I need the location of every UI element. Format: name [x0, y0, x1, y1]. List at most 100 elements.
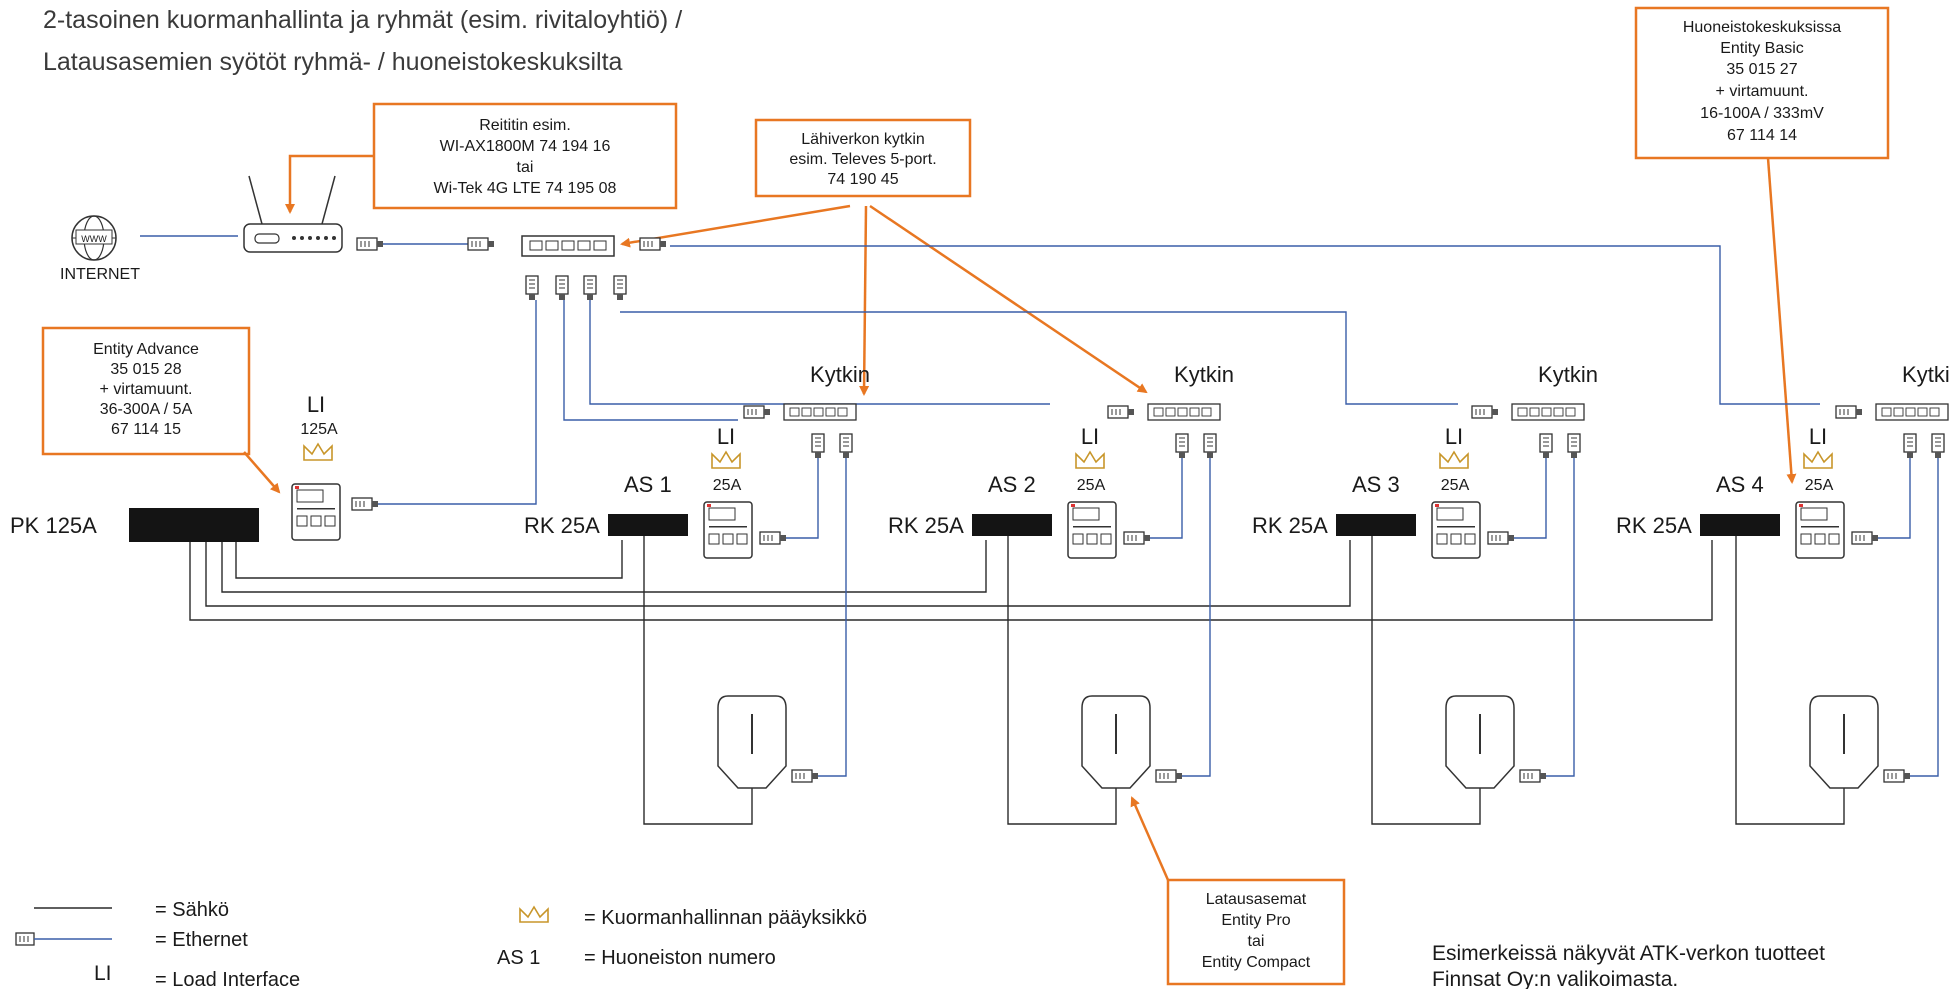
- legend-as-symbol: AS 1: [497, 947, 540, 969]
- entity-advance-callout: Entity Advance 35 015 28 + virtamuunt. 3…: [41, 326, 251, 456]
- legend-li-symbol: LI: [94, 962, 112, 985]
- unit-switch-icon: [1875, 403, 1949, 421]
- legend-ethernet: = Ethernet: [155, 929, 248, 951]
- li-ethernet: [1512, 458, 1547, 539]
- unit-li-label: LI: [717, 424, 735, 449]
- entity-basic-callout: Huoneistokeskuksissa Entity Basic 35 015…: [1634, 6, 1890, 160]
- ethernet-plug-icon: [1539, 433, 1553, 458]
- unit-switch-icon: [1511, 403, 1585, 421]
- ethernet-plug-icon: [583, 275, 597, 300]
- svg-text:Entity Pro: Entity Pro: [1221, 912, 1290, 929]
- ev-charger-icon: [717, 695, 787, 789]
- ethernet-plug-icon: [356, 237, 383, 251]
- unit-apartment-label: AS 4: [1716, 472, 1764, 497]
- svg-text:Entity Basic: Entity Basic: [1720, 40, 1804, 57]
- load-interface-device: [1067, 501, 1117, 559]
- svg-text:16-100A / 333mV: 16-100A / 333mV: [1700, 105, 1824, 122]
- unit-switch-icon: [783, 403, 857, 421]
- ethernet-plug-icon: [1835, 405, 1862, 419]
- unit-li-label: LI: [1809, 424, 1827, 449]
- feed-electric-2: [221, 540, 987, 593]
- ethernet-plug-icon: [791, 769, 818, 783]
- main-li-ethernet: [378, 300, 537, 505]
- svg-text:Huoneistokeskuksissa: Huoneistokeskuksissa: [1683, 19, 1841, 36]
- charger-electric: [1007, 536, 1117, 825]
- crown-icon: [519, 905, 549, 923]
- li-ethernet: [1876, 458, 1911, 539]
- svg-text:+ virtamuunt.: + virtamuunt.: [100, 381, 193, 398]
- footnote-line-2: Finnsat Oy:n valikoimasta.: [1432, 968, 1678, 989]
- unit-switch-label: Kytkin: [1538, 362, 1598, 387]
- ethernet-plug-icon: [1175, 433, 1189, 458]
- unit-li-current: 25A: [1805, 477, 1834, 494]
- load-interface-device: [1431, 501, 1481, 559]
- trunk-ethernet-3: [620, 311, 1458, 405]
- ethernet-plug-icon: [1931, 433, 1945, 458]
- lan-switch-callout: Lähiverkon kytkin esim. Televes 5-port. …: [754, 118, 972, 198]
- svg-text:Wi-Tek 4G LTE 74 195 08: Wi-Tek 4G LTE 74 195 08: [434, 180, 617, 197]
- crown-icon: [1803, 450, 1833, 469]
- trunk-ethernet-4: [670, 245, 1820, 405]
- svg-text:Latausasemat: Latausasemat: [1206, 891, 1307, 908]
- title-line-2: Latausasemien syötöt ryhmä- / huoneistok…: [43, 48, 623, 76]
- legend-crown: = Kuormanhallinnan pääyksikkö: [584, 907, 867, 929]
- ethernet-plug-icon: [811, 433, 825, 458]
- main-lan-switch: [521, 235, 615, 257]
- crown-icon: [711, 450, 741, 469]
- unit-panel-label: RK 25A: [524, 513, 600, 538]
- crown-icon: [303, 442, 333, 461]
- unit-panel-rk: [608, 514, 688, 536]
- trunk-ethernet-1: [563, 300, 738, 421]
- legend-as: = Huoneiston numero: [584, 947, 776, 969]
- load-interface-device: [1795, 501, 1845, 559]
- load-interface-device: [703, 501, 753, 559]
- unit-panel-rk: [972, 514, 1052, 536]
- charger-electric: [1735, 536, 1845, 825]
- svg-text:35 015 27: 35 015 27: [1726, 61, 1797, 78]
- svg-text:+ virtamuunt.: + virtamuunt.: [1716, 83, 1809, 100]
- ethernet-plug-icon: [613, 275, 627, 300]
- svg-text:Lähiverkon kytkin: Lähiverkon kytkin: [801, 131, 925, 148]
- svg-text:Entity Advance: Entity Advance: [93, 341, 199, 358]
- ev-charger-icon: [1809, 695, 1879, 789]
- router-icon: [243, 175, 343, 253]
- svg-text:36-300A / 5A: 36-300A / 5A: [100, 401, 193, 418]
- ethernet-plug-icon: [1471, 405, 1498, 419]
- crown-icon: [1075, 450, 1105, 469]
- unit-apartment-label: AS 3: [1352, 472, 1400, 497]
- unit-li-label: LI: [1081, 424, 1099, 449]
- unit-li-current: 25A: [713, 477, 742, 494]
- load-interface-device: [291, 483, 341, 541]
- unit-switch-label: Kytkin: [810, 362, 870, 387]
- unit-apartment-label: AS 2: [988, 472, 1036, 497]
- router-callout: Reititin esim. WI-AX1800M 74 194 16 tai …: [372, 102, 678, 210]
- unit-apartment-label: AS 1: [624, 472, 672, 497]
- ethernet-plug-icon: [1487, 531, 1514, 545]
- li-ethernet: [1148, 458, 1183, 539]
- svg-text:tai: tai: [1248, 933, 1265, 950]
- ethernet-plug-icon: [1903, 433, 1917, 458]
- unit-switch-icon: [1147, 403, 1221, 421]
- ethernet-plug-icon: [15, 932, 35, 946]
- title-line-1: 2-tasoinen kuormanhallinta ja ryhmät (es…: [43, 6, 682, 34]
- charger-ethernet: [1544, 458, 1575, 777]
- ev-charger-icon: [1081, 695, 1151, 789]
- unit-li-label: LI: [1445, 424, 1463, 449]
- ethernet-plug-icon: [743, 405, 770, 419]
- wiring: [189, 237, 1945, 825]
- internet-label: INTERNET: [60, 266, 140, 283]
- svg-text:WI-AX1800M 74 194 16: WI-AX1800M 74 194 16: [440, 138, 611, 155]
- ethernet-plug-icon: [1203, 433, 1217, 458]
- charger-electric: [1371, 536, 1481, 825]
- footnote-line-1: Esimerkeissä näkyvät ATK-verkon tuotteet: [1432, 942, 1825, 965]
- ethernet-plug-icon: [759, 531, 786, 545]
- svg-text:35 015 28: 35 015 28: [110, 361, 181, 378]
- main-li-current: 125A: [300, 421, 338, 438]
- chargers-callout: Latausasemat Entity Pro tai Entity Compa…: [1166, 878, 1346, 986]
- ethernet-plug-icon: [1883, 769, 1910, 783]
- main-panel-pk: [129, 508, 259, 542]
- svg-text:esim. Televes 5-port.: esim. Televes 5-port.: [789, 151, 936, 168]
- unit-switch-label: Kytkin: [1174, 362, 1234, 387]
